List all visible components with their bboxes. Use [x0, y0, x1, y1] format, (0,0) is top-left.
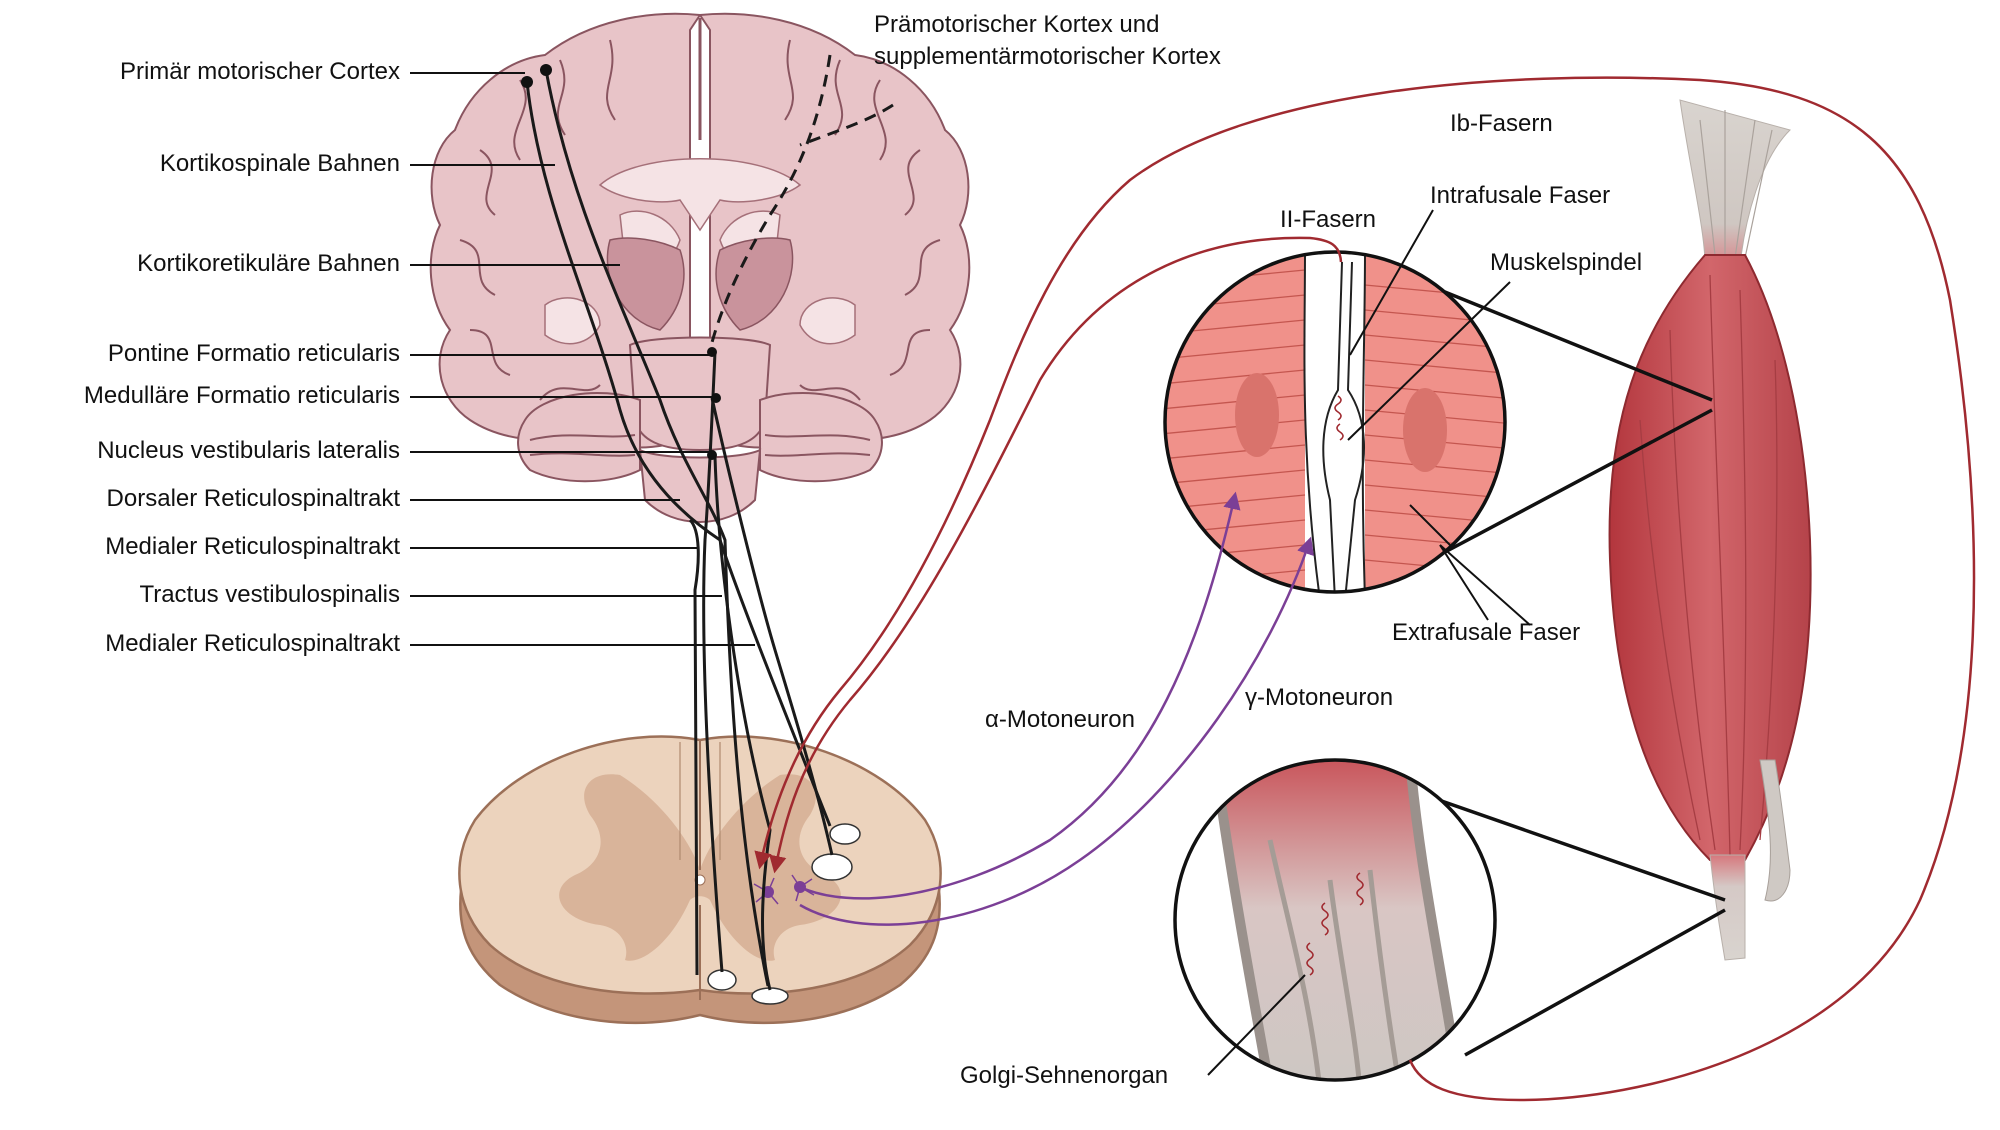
label-medial-reticulospinal-tract-1: Medialer Reticulospinaltrakt — [105, 533, 400, 560]
label-corticoreticular-tracts: Kortikoretikuläre Bahnen — [137, 250, 400, 277]
label-primary-motor-cortex: Primär motorischer Cortex — [119, 58, 400, 85]
motor-efferents — [799, 491, 1314, 926]
label-ib-fibers: Ib-Fasern — [1450, 110, 1553, 137]
label-ii-fibers: II-Fasern — [1280, 206, 1377, 233]
label-intrafusal-fiber: Intrafusale Faser — [1430, 182, 1611, 209]
label-extrafusal-fiber: Extrafusale Faser — [1392, 619, 1581, 646]
label-vestibulospinal-tract: Tractus vestibulospinalis — [139, 581, 400, 608]
descending-tracts — [525, 69, 834, 991]
label-dorsal-reticulospinal-tract: Dorsaler Reticulospinaltrakt — [106, 485, 400, 512]
brain-coronal-section — [429, 12, 971, 524]
premotor-boundary — [799, 103, 894, 147]
label-pointers — [410, 72, 755, 646]
label-premotor-cortex-line1: Prämotorischer Kortex und — [874, 11, 1160, 38]
label-golgi-tendon-organ: Golgi-Sehnenorgan — [960, 1062, 1169, 1089]
label-medial-reticulospinal-tract-2: Medialer Reticulospinaltrakt — [105, 630, 400, 657]
muscle-spindle-zoom — [1163, 250, 1507, 594]
golgi-tendon-zoom — [1173, 758, 1497, 1082]
label-alpha-motoneuron: α-Motoneuron — [985, 706, 1135, 733]
sensory-afferents — [754, 76, 1976, 1102]
label-lateral-vestibular-nucleus: Nucleus vestibularis lateralis — [97, 437, 400, 464]
label-gamma-motoneuron: γ-Motoneuron — [1245, 684, 1394, 711]
spinal-cord-section — [458, 735, 942, 1025]
skeletal-muscle — [1608, 99, 1812, 961]
label-muscle-spindle: Muskelspindel — [1490, 249, 1643, 276]
label-corticospinal-tracts: Kortikospinale Bahnen — [159, 150, 400, 177]
label-medullary-reticular-formation: Medulläre Formatio reticularis — [83, 382, 400, 409]
label-premotor-cortex-line2: supplementärmotorischer Kortex — [874, 43, 1221, 70]
label-pontine-reticular-formation: Pontine Formatio reticularis — [107, 340, 400, 367]
